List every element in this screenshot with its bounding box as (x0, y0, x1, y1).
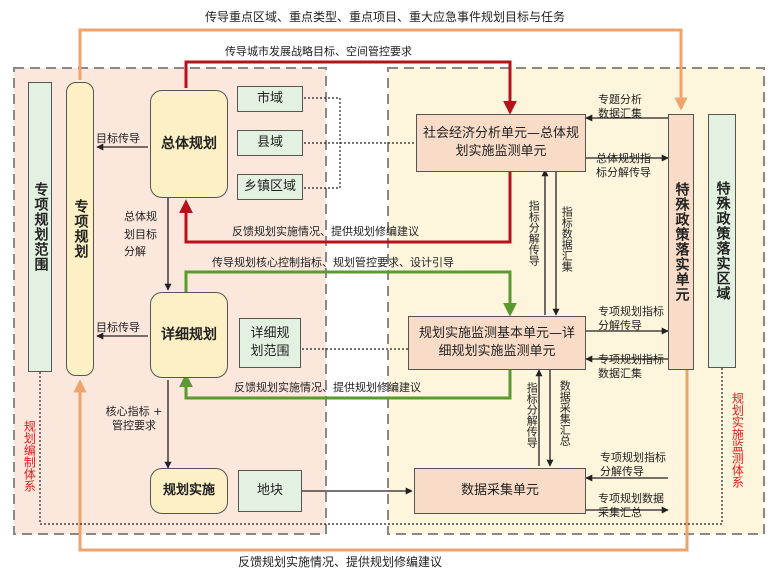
detailed-target-label: 目标传导 (96, 321, 140, 334)
red-loop (179, 60, 517, 244)
basic-unit-box: 规划实施监测基本单元—详细规划实施监测单元 (408, 316, 586, 370)
orange-outer-loop (73, 28, 689, 552)
black-connectors (96, 114, 669, 514)
index-decomp-label-2: 指标分解传导 (525, 382, 539, 448)
sp-decomp-label-1: 专项规划指标分解传导 (598, 305, 664, 333)
socio-unit-text: 社会经济分析单元—总体规划实施监测单元 (423, 126, 580, 159)
master-plan-title: 总体规划 (161, 135, 217, 152)
collection-unit-box: 数据采集单元 (414, 468, 586, 514)
implementation-title: 规划实施 (162, 483, 215, 499)
bottom-arrow-label: 反馈规划实施情况、提供规划修编建议 (238, 555, 443, 569)
level-town-text: 乡镇区域 (243, 179, 296, 195)
planning-system-label: 规划编制体系 (22, 420, 37, 492)
core-control-label: 传导规划核心控制指标、规划管控要求、设计引导 (212, 256, 454, 269)
special-policy-unit-box: 特殊政策落实单元 (668, 114, 694, 370)
special-policy-area-text: 特殊政策落实区域 (714, 181, 731, 301)
special-policy-unit-text: 特殊政策落实单元 (673, 182, 690, 302)
thematic-summary-label: 专题分析数据汇集 (598, 93, 642, 121)
sp-summary-label-2: 专项规划数据采集汇总 (598, 492, 664, 520)
detailed-scope-text: 详细规划范围 (250, 326, 290, 359)
data-collect-summary-label: 数据采集汇总 (558, 380, 572, 446)
index-summary-label: 指标数据汇集 (560, 206, 574, 272)
dotted-connectors (39, 97, 723, 525)
detailed-plan-title: 详细规划 (161, 326, 217, 343)
detailed-plan-box: 详细规划 (150, 292, 228, 378)
parcel-text: 地块 (256, 483, 283, 499)
socio-unit-box: 社会经济分析单元—总体规划实施监测单元 (416, 114, 586, 172)
special-plan-scope-text: 专项规划范围 (32, 182, 49, 272)
special-plan-text: 专项规划 (72, 199, 89, 259)
monitoring-system-label: 规划实施监测体系 (730, 392, 745, 488)
special-policy-area-box: 特殊政策落实区域 (708, 114, 736, 368)
green-loop (179, 270, 517, 400)
detailed-scope-box: 详细规划范围 (239, 318, 301, 368)
master-plan-box: 总体规划 (150, 90, 228, 198)
sp-summary-label-1: 专项规划指标数据汇集 (598, 353, 664, 381)
feedback-master-label: 反馈规划实施情况、提供规划修编建议 (232, 225, 419, 238)
parcel-box: 地块 (238, 470, 302, 512)
master-decomp-label: 总体规划指标分解传导 (596, 152, 651, 180)
master-target-label: 目标传导 (96, 132, 140, 145)
index-decomp-label-1: 指标分解传导 (527, 200, 541, 266)
level-county-text: 县域 (256, 135, 283, 151)
sp-decomp-label-2: 专项规划指标分解传导 (600, 451, 666, 479)
top-arrow-label: 传导重点区域、重点类型、重点项目、重大应急事件规划目标与任务 (205, 10, 566, 24)
strategy-down-label: 传导城市发展战略目标、空间管控要求 (225, 45, 412, 58)
special-plan-scope-box: 专项规划范围 (28, 82, 52, 372)
level-city-text: 市域 (256, 91, 283, 107)
master-to-detail-label: 总体规划目标分解 (124, 210, 157, 259)
detail-to-impl-label: 核心指标 + 管控要求 (105, 405, 163, 433)
level-town-box: 乡镇区域 (237, 174, 303, 200)
feedback-detailed-label: 反馈规划实施情况、提供规划修编建议 (234, 381, 421, 394)
basic-unit-text: 规划实施监测基本单元—详细规划实施监测单元 (418, 326, 575, 359)
implementation-box: 规划实施 (150, 468, 228, 514)
level-city-box: 市域 (237, 86, 303, 112)
collection-unit-text: 数据采集单元 (460, 483, 539, 499)
level-county-box: 县域 (237, 130, 303, 156)
special-plan-box: 专项规划 (66, 82, 94, 376)
